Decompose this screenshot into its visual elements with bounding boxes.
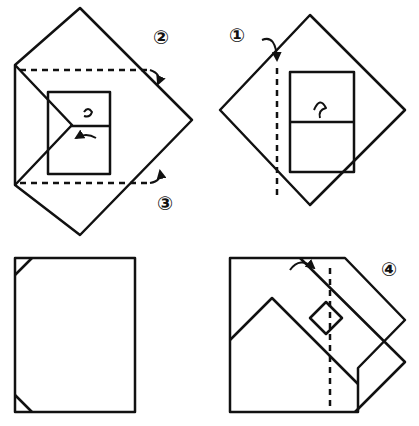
callout-number: ① [228,26,246,45]
step-4-figure [230,258,405,412]
step-1-figure [220,15,405,205]
step-2-3-figure [15,8,192,235]
callout-number: ④ [380,260,398,279]
callout-number: ② [152,28,170,47]
finished-envelope [15,258,135,412]
callout-number: ③ [156,194,174,213]
